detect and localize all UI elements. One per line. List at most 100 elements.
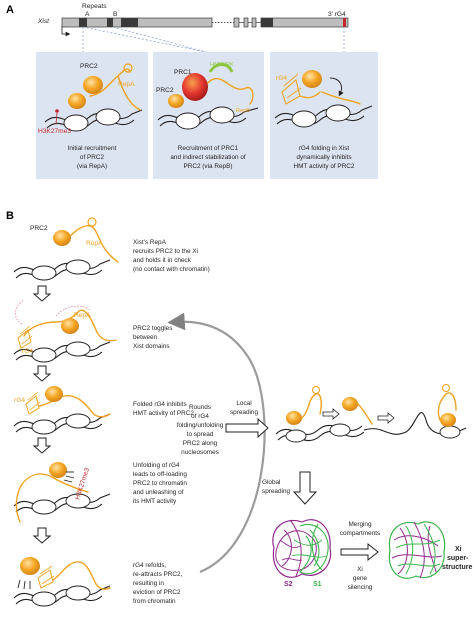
s2-dna-2 — [15, 350, 103, 362]
ls-histone-3 — [439, 425, 461, 439]
box-prc1-recruitment: HNRNPK RepB PRC1 PRC2 Recruitment of PRC… — [153, 52, 264, 179]
rounds-line-2: of rG4 — [191, 413, 209, 420]
s1-dna — [13, 259, 111, 274]
exon-3 — [243, 17, 249, 28]
s3-histone-2 — [65, 413, 91, 429]
box2-prc2 — [168, 94, 184, 108]
silencing-line-3: silencing — [348, 584, 373, 591]
local-spreading-line-2: spreading — [230, 409, 259, 416]
box3-dna-2 — [276, 114, 365, 126]
down-arrow-3 — [32, 437, 52, 454]
s1-caption-1: Xist's RepA — [133, 239, 167, 246]
box1-mark-dot — [55, 109, 59, 113]
box1-caption-3: (via RepA) — [77, 163, 107, 170]
repeat-a-block — [79, 18, 87, 27]
s4-mark-ticks — [63, 471, 75, 483]
merging-line-2: compartments — [340, 530, 381, 537]
silencing-line-1: Xi — [357, 566, 363, 573]
s3-dna-2 — [15, 422, 103, 434]
s5-eviction-ticks — [17, 579, 31, 590]
s2-rg4-label: rG4 — [22, 348, 33, 355]
exon-last — [260, 17, 349, 28]
s2-toggle-arc-right — [55, 305, 91, 317]
s4-caption-3: PRC2 to chromatin — [133, 480, 187, 487]
local-spreading-line-1: Local — [236, 400, 251, 407]
repeat-b-label: B — [113, 11, 118, 18]
s3-rg4-structure — [25, 391, 41, 415]
box2-histone-1 — [175, 112, 201, 130]
s5-dna-2 — [15, 594, 103, 606]
s4-histone-1 — [31, 499, 57, 515]
s4-rna — [15, 473, 89, 523]
compartment-blob-merged — [388, 521, 446, 579]
s4-dna-2 — [15, 502, 103, 514]
box2-caption-2: and indirect stabilization of — [170, 154, 246, 161]
ls-prc2-1 — [286, 411, 302, 425]
box3-histone-1 — [291, 110, 317, 128]
box1-histone-1 — [63, 114, 89, 132]
s5-dna — [13, 585, 111, 600]
s4-caption-2: leads to off-loading — [133, 471, 187, 478]
box3-rg4-structure — [281, 73, 321, 105]
box2-hnrnpk — [208, 63, 234, 73]
box2-caption-3: PRC2 (via RepB) — [183, 163, 232, 170]
local-spreading-chromatin — [275, 383, 467, 443]
s5-caption-5: from chromatin — [133, 598, 176, 605]
s5-rg4-structure — [37, 565, 55, 589]
box2-prc1-label: PRC1 — [174, 69, 192, 76]
s1-rna-loop — [87, 217, 97, 227]
s5-caption-3: resulting in — [133, 580, 164, 587]
s3-histone-1 — [31, 419, 57, 435]
box2-prc2-label: PRC2 — [156, 87, 174, 94]
box2-dna-2 — [159, 116, 247, 128]
merging-arrow — [340, 542, 379, 562]
s1-caption-2: recruits PRC2 to the Xi — [133, 248, 198, 255]
s2-rna — [23, 309, 117, 342]
rounds-cycle-arrow — [167, 312, 266, 574]
connector-b2 — [112, 26, 207, 53]
step-2: RepA rG4 PRC2 toggles between Xist domai… — [13, 299, 172, 363]
xist-gene-label: Xist — [37, 18, 50, 25]
box3-dna — [274, 105, 373, 120]
s1-rna — [59, 225, 119, 263]
s3-caption-1: Folded rG4 inhibits — [133, 401, 187, 408]
s1-repa-label: RepA — [86, 240, 103, 247]
box1-prc2 — [83, 76, 103, 94]
s5-prc2 — [20, 557, 40, 575]
rounds-line-3: folding/unfolding — [177, 422, 224, 429]
step-4: H3K27me3 Unfolding of rG4 leads to off-l… — [13, 462, 187, 523]
connector-b1 — [82, 26, 207, 53]
xist-gene-map: Xist Repeats A B 3′ rG4 — [37, 3, 349, 53]
panel-a-label: A — [6, 4, 14, 16]
box1-dna-2 — [46, 118, 135, 130]
box1-dna — [44, 109, 143, 124]
rounds-line-5: PRC2 along — [183, 440, 218, 447]
s1-caption-3: and holds it in check — [133, 257, 192, 264]
exon-4 — [251, 17, 257, 28]
box1-rna-loop — [123, 63, 133, 73]
s1-caption-4: (no contact with chromatin) — [133, 266, 210, 273]
rounds-line-1: Rounds — [189, 404, 211, 411]
tss-arrow — [61, 26, 71, 37]
box3-caption-1: rG4 folding in Xist — [299, 145, 350, 152]
ls-arrow-1 — [322, 408, 340, 420]
s1-prc2 — [53, 230, 71, 246]
exon-2 — [233, 17, 240, 28]
box3-caption-3: HMT activity of PRC2 — [294, 163, 355, 170]
ls-rna-3 — [437, 392, 457, 421]
box1-caption-2: of PRC2 — [80, 154, 105, 161]
s2-prc2 — [61, 318, 79, 334]
rounds-text: Rounds of rG4 folding/unfolding to sprea… — [177, 404, 224, 456]
repeat-b-block-2 — [121, 18, 138, 27]
s1-histone-1 — [31, 265, 57, 281]
ls-arrow-2 — [377, 412, 395, 424]
silencing-line-2: gene — [353, 575, 368, 582]
box2-dna — [157, 107, 259, 122]
s2-repa-label: RepA — [74, 312, 91, 319]
box2-rna — [193, 77, 254, 105]
down-arrow-4 — [32, 527, 52, 544]
box1-histone-2 — [95, 108, 121, 126]
s2-caption-2: between — [133, 334, 158, 341]
s2-caption-1: PRC2 toggles — [133, 325, 172, 332]
